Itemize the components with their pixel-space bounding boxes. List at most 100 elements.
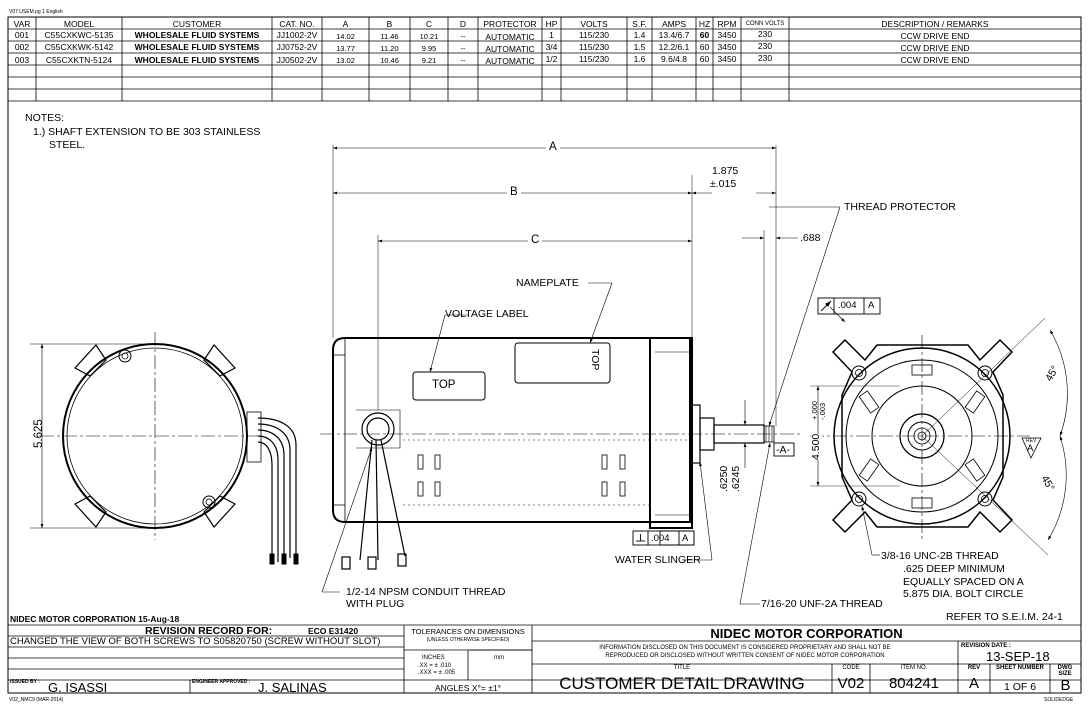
cell-var: 002 bbox=[14, 42, 30, 52]
sheet-label: SHEET NUMBER bbox=[995, 665, 1044, 671]
sheet-border bbox=[7, 16, 1082, 694]
th-amps: AMPS bbox=[661, 19, 687, 29]
company-date: NIDEC MOTOR CORPORATION 15-Aug-18 bbox=[10, 614, 180, 624]
cell-b: 11.20 bbox=[380, 44, 399, 53]
cell-description: CCW DRIVE END bbox=[900, 43, 970, 53]
header-tag: V07 USEM pg 1 English bbox=[9, 9, 63, 15]
notes-line-2: STEEL. bbox=[49, 139, 86, 151]
cell-hp: 1/2 bbox=[545, 54, 558, 64]
label-top-nameplate: TOP bbox=[589, 349, 601, 371]
label-unf-thread: 7/16-20 UNF-2A THREAD bbox=[761, 598, 883, 610]
label-unc-4: 5.875 DIA. BOLT CIRCLE bbox=[903, 588, 1024, 600]
cell-c: 9.95 bbox=[421, 44, 437, 53]
cell-sf: 1.5 bbox=[633, 42, 646, 52]
company-name: NIDEC MOTOR CORPORATION bbox=[710, 626, 903, 641]
engineer-approved: J. SALINAS bbox=[258, 680, 327, 695]
title-label: TITLE bbox=[673, 665, 691, 671]
cell-hz: 60 bbox=[699, 42, 710, 52]
fcf-top-value: .004 bbox=[838, 300, 857, 311]
end-view-right bbox=[810, 306, 1068, 556]
cell-conn-volts: 230 bbox=[757, 53, 773, 63]
cell-c: 10.21 bbox=[419, 32, 439, 41]
label-unc-2: .625 DEEP MINIMUM bbox=[903, 563, 1005, 575]
dim-a: A bbox=[546, 141, 560, 154]
cell-amps: 13.4/6.7 bbox=[658, 30, 690, 40]
dwg-size: B bbox=[1060, 677, 1071, 694]
cell-model: C55CXKTN-5124 bbox=[45, 55, 113, 65]
notes-line-1: 1.) SHAFT EXTENSION TO BE 303 STAINLESS bbox=[33, 126, 261, 138]
cell-volts: 115/230 bbox=[578, 30, 610, 40]
label-nameplate: NAMEPLATE bbox=[516, 277, 579, 289]
th-model: MODEL bbox=[63, 19, 95, 29]
revision-date: 13-SEP-18 bbox=[986, 649, 1050, 664]
cell-b: 11.46 bbox=[380, 32, 399, 41]
th-sf: S.F. bbox=[632, 19, 647, 29]
drawing-title: CUSTOMER DETAIL DRAWING bbox=[559, 674, 805, 693]
cell-rpm: 3450 bbox=[717, 30, 737, 40]
cell-customer: WHOLESALE FLUID SYSTEMS bbox=[134, 30, 260, 40]
th-hz: HZ bbox=[698, 19, 711, 29]
cell-a: 14.02 bbox=[336, 32, 355, 41]
notes-title: NOTES: bbox=[25, 112, 65, 124]
end-view-left bbox=[30, 332, 299, 565]
dim-shaft-length: 1.875 bbox=[712, 165, 739, 177]
cell-var: 001 bbox=[14, 30, 30, 40]
cell-protector: AUTOMATIC bbox=[485, 56, 535, 66]
cell-amps: 12.2/6.1 bbox=[658, 42, 690, 52]
cell-description: CCW DRIVE END bbox=[900, 55, 970, 65]
th-cat: CAT. NO. bbox=[279, 19, 315, 29]
revision-date-label: REVISION DATE : bbox=[961, 643, 1011, 649]
th-description: DESCRIPTION / REMARKS bbox=[881, 19, 989, 29]
item-number: 804241 bbox=[888, 675, 940, 692]
disclaimer-1: INFORMATION DISCLOSED ON THIS DOCUMENT I… bbox=[599, 645, 891, 651]
engineer-label: ENGINEER APPROVED : bbox=[192, 679, 251, 685]
title-block-grid bbox=[8, 624, 1081, 693]
cell-sf: 1.4 bbox=[633, 30, 646, 40]
code-label: CODE bbox=[842, 665, 860, 671]
label-unc-3: EQUALLY SPACED ON A bbox=[903, 576, 1024, 588]
label-conduit-1: 1/2-14 NPSM CONDUIT THREAD bbox=[346, 586, 506, 598]
th-a: A bbox=[342, 19, 349, 29]
cell-conn-volts: 230 bbox=[757, 29, 773, 39]
label-conduit-2: WITH PLUG bbox=[346, 598, 405, 610]
code-value: V02 bbox=[837, 675, 865, 692]
cell-d: -- bbox=[460, 56, 466, 65]
fcf-bottom-datum: A bbox=[682, 533, 689, 544]
cell-hp: 1 bbox=[549, 30, 554, 40]
th-conn-volts: CONN VOLTS bbox=[745, 21, 785, 27]
th-c: C bbox=[425, 19, 433, 29]
fcf-top-datum: A bbox=[868, 300, 875, 311]
tolerances-sub: (UNLESS OTHERWISE SPECIFIED) bbox=[426, 637, 510, 643]
th-b: B bbox=[386, 19, 393, 29]
th-volts: VOLTS bbox=[580, 19, 608, 29]
tolerances-title: TOLERANCES ON DIMENSIONS bbox=[411, 627, 525, 636]
issued-by: G. ISASSI bbox=[48, 680, 108, 695]
dim-shaft-tolerance: ±.015 bbox=[710, 178, 737, 190]
dim-688: .688 bbox=[800, 232, 821, 244]
cell-volts: 115/230 bbox=[578, 42, 610, 52]
cell-customer: WHOLESALE FLUID SYSTEMS bbox=[134, 55, 260, 65]
cell-rpm: 3450 bbox=[717, 42, 737, 52]
dim-b: B bbox=[507, 186, 521, 199]
th-var: VAR bbox=[13, 19, 31, 29]
cell-a: 13.77 bbox=[336, 44, 355, 53]
cell-cat: JJ0752-2V bbox=[276, 42, 318, 52]
footer-right: SOLIDEDGE bbox=[1044, 697, 1074, 703]
cell-model: C55CXKWK-5142 bbox=[44, 42, 114, 52]
cell-model: C55CXKWC-5135 bbox=[44, 30, 114, 40]
dim-6245: .6245 bbox=[730, 465, 742, 492]
th-rpm: RPM bbox=[717, 19, 737, 29]
tol-inches: INCHES bbox=[422, 655, 445, 661]
cell-d: -- bbox=[460, 44, 466, 53]
cell-var: 003 bbox=[14, 55, 30, 65]
sheet-number: 1 OF 6 bbox=[1003, 681, 1037, 693]
tol-xx: .XX = ± .010 bbox=[418, 663, 452, 669]
th-hp: HP bbox=[545, 19, 558, 29]
th-protector: PROTECTOR bbox=[483, 19, 537, 29]
disclaimer-2: REPRODUCED OR DISCLOSED WITHOUT WRITTEN … bbox=[605, 653, 885, 659]
dim-5625: 5.625 bbox=[33, 419, 45, 448]
cell-protector: AUTOMATIC bbox=[485, 44, 535, 54]
dim-6250: .6250 bbox=[718, 465, 730, 492]
spec-table-grid bbox=[8, 17, 1081, 102]
